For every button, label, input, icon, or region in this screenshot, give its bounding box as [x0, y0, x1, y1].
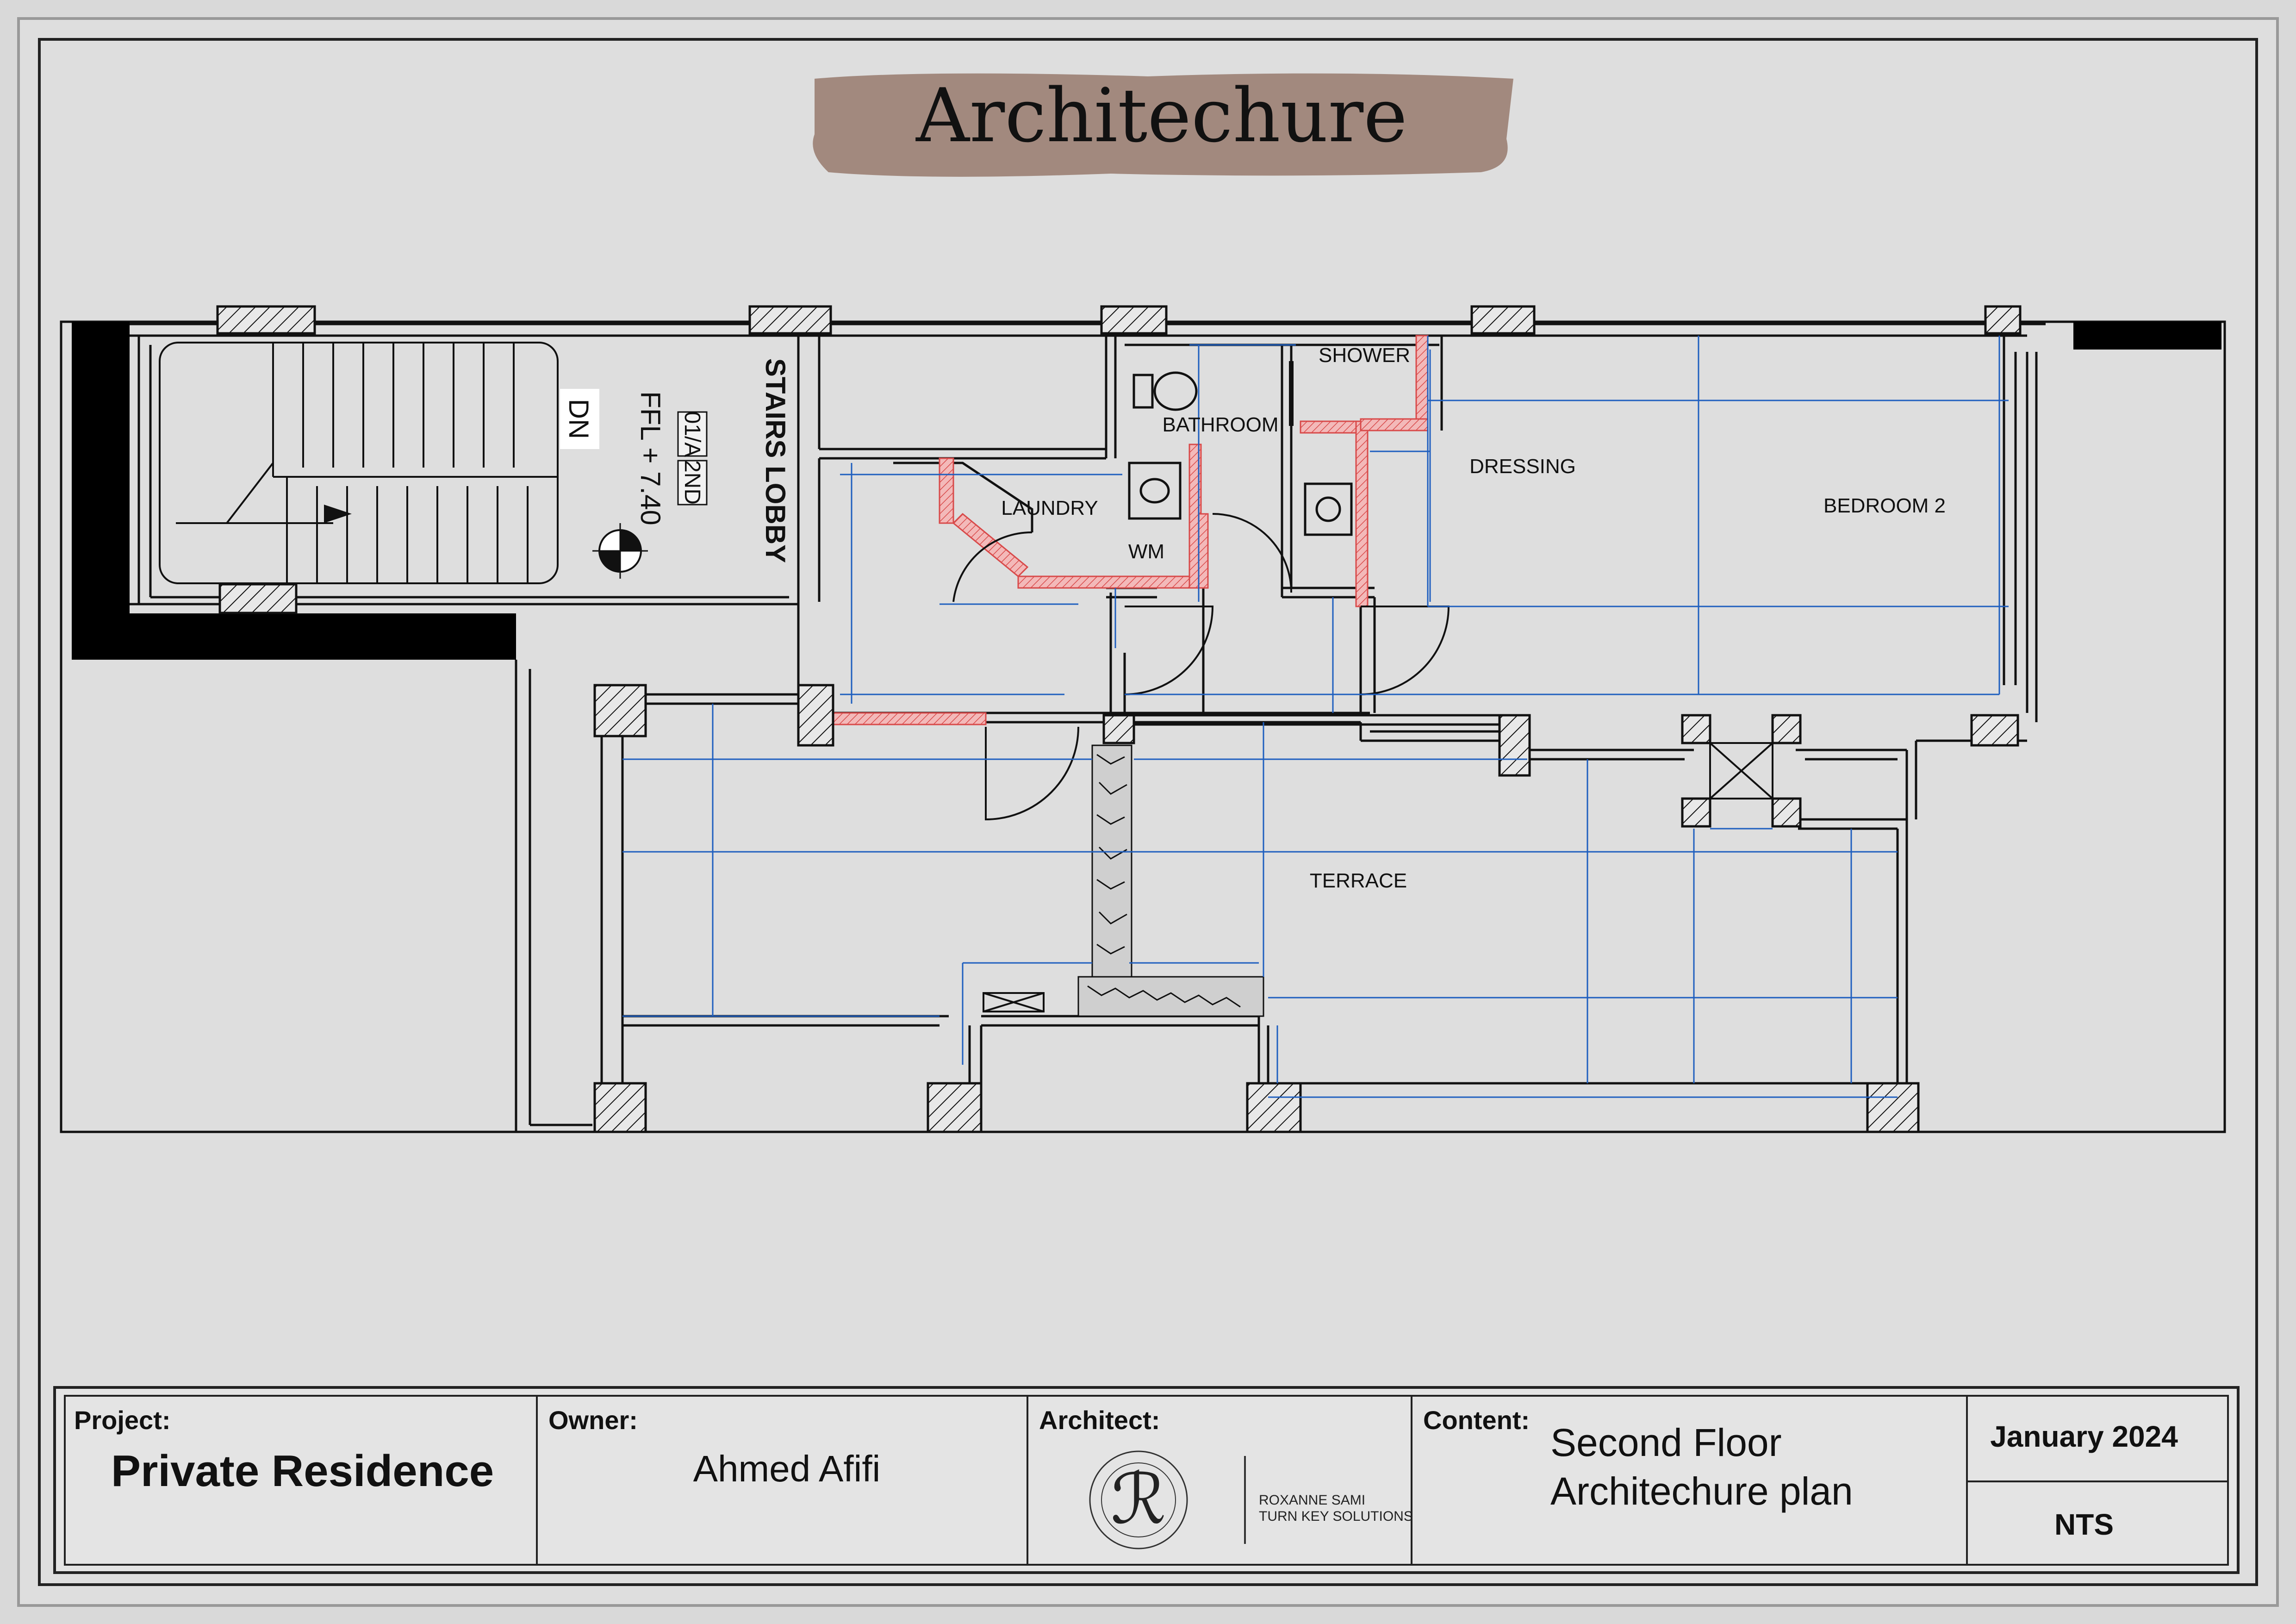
- column: [1984, 305, 2022, 335]
- column: [927, 1082, 983, 1133]
- existing-wall-right: [2073, 322, 2221, 350]
- svg-text:ℛ: ℛ: [1111, 1459, 1166, 1540]
- door-swings: [952, 513, 1450, 821]
- room-label-bathroom: BATHROOM: [1163, 413, 1279, 436]
- stairs-lobby-labels: STAIRS LOBBY 01/A 2ND FFL + 7.40 DN: [560, 358, 791, 563]
- sink-shower: [1304, 482, 1353, 536]
- column: [1470, 305, 1536, 335]
- stone-planter: [1077, 744, 1264, 1017]
- page-title: Architechure: [915, 72, 1407, 159]
- room-label-wm: WM: [1128, 540, 1164, 563]
- date: January 2024: [1990, 1420, 2178, 1453]
- architect-logo-tagline: TURN KEY SOLUTIONS: [1259, 1509, 1413, 1524]
- stair-flight: [159, 342, 559, 584]
- toilet: [1132, 374, 1154, 409]
- dn-label: DN: [563, 399, 594, 439]
- column: [218, 583, 298, 614]
- column: [1681, 797, 1711, 828]
- columns: [216, 305, 2022, 1133]
- owner-label: Owner:: [548, 1405, 638, 1435]
- room-label-terrace: TERRACE: [1310, 869, 1407, 892]
- inner-border: [38, 38, 2258, 1586]
- room-label-shower: SHOWER: [1319, 344, 1410, 367]
- project-label: Project:: [74, 1405, 171, 1435]
- scale: NTS: [2054, 1508, 2114, 1541]
- dimension-lines: [622, 336, 2009, 1098]
- title-block: Project: Private Residence Owner: Ahmed …: [53, 1386, 2240, 1574]
- architect-logo-name: ROXANNE SAMI: [1259, 1493, 1365, 1508]
- existing-wall-left: [72, 322, 516, 660]
- level-code: 01/A: [680, 412, 704, 457]
- column: [748, 305, 832, 335]
- content-label: Content:: [1423, 1405, 1530, 1435]
- column: [1246, 1082, 1302, 1133]
- column: [1102, 714, 1135, 744]
- column: [797, 684, 834, 747]
- stairs-lobby-label: STAIRS LOBBY: [760, 358, 791, 563]
- stair-treads-lower: [316, 486, 529, 583]
- room-label-bedroom-2: BEDROOM 2: [1823, 494, 1946, 517]
- architect-label: Architect:: [1039, 1405, 1160, 1435]
- ffl-label: FFL + 7.40: [635, 391, 666, 525]
- room-label-dressing: DRESSING: [1469, 455, 1576, 478]
- outer-border: [17, 17, 2279, 1607]
- stair-direction-arrow: [324, 505, 352, 523]
- project-value: Private Residence: [111, 1446, 494, 1496]
- shaft: [1709, 742, 1773, 800]
- sink-wm: [1128, 462, 1182, 520]
- column: [1771, 797, 1802, 828]
- column: [593, 684, 647, 737]
- content-line-1: Second Floor: [1550, 1421, 1782, 1464]
- column: [1681, 714, 1711, 744]
- header-banner: Architechure: [813, 72, 1513, 177]
- column: [216, 305, 316, 335]
- column: [1100, 305, 1168, 335]
- room-label-laundry: LAUNDRY: [1001, 497, 1098, 519]
- room-labels: SHOWER BATHROOM LAUNDRY WM DRESSING BEDR…: [1001, 344, 1946, 892]
- floor-plan: [60, 305, 2226, 1133]
- level-marker: [592, 523, 648, 579]
- architect-logo: ℛ ROXANNE SAMI TURN KEY SOLUTIONS: [1089, 1450, 1413, 1549]
- column: [1498, 714, 1531, 777]
- terrace-unit: [983, 992, 1045, 1012]
- column: [1771, 714, 1802, 744]
- level-floor: 2ND: [680, 460, 704, 505]
- content-line-2: Architechure plan: [1550, 1469, 1853, 1513]
- column: [593, 1082, 647, 1133]
- column: [1970, 714, 2019, 747]
- column: [1866, 1082, 1920, 1133]
- stair-treads-upper: [302, 343, 515, 468]
- owner-value: Ahmed Afifi: [693, 1448, 881, 1489]
